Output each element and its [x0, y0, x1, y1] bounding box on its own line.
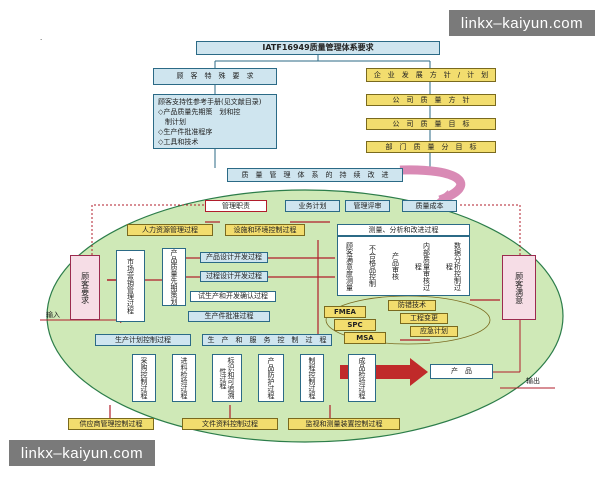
- business-plan-box: 业务计划: [285, 200, 340, 212]
- analysis-col: 产品审核: [391, 252, 400, 280]
- production-col: 成品检验过程: [348, 354, 376, 402]
- production-approval-box: 生产件批准过程: [188, 311, 270, 322]
- production-planning-box: 生产计划控制过程: [95, 334, 191, 346]
- support-item: ◇产品质量先期策 划和控: [158, 108, 241, 117]
- support-item: 顾客支持性参考手册(见文献目录): [158, 98, 262, 106]
- doc-control-box: 文件资料控制过程: [182, 418, 278, 430]
- company-policy-box: 公 司 质 量 方 针: [366, 94, 496, 106]
- analysis-col: 顾客满意度测量: [345, 241, 354, 291]
- tool-msa: MSA: [344, 332, 386, 344]
- monitor-equipment-box: 监视和测量装置控制过程: [288, 418, 400, 430]
- company-goal-box: 公 司 质 量 目 标: [366, 118, 496, 130]
- production-col: 标识和可追溯性过程: [212, 354, 242, 402]
- production-service-box: 生 产 和 服 务 控 制 过 程: [202, 334, 332, 346]
- customer-requirements-box: 顾 客 特 殊 要 求: [153, 68, 277, 85]
- diagram-title: IATF16949质量管理体系要求: [196, 41, 440, 55]
- management-duty-box: 管理职责: [205, 200, 267, 212]
- quality-cost-box: 质量成本: [402, 200, 457, 212]
- support-item: ◇生产件批准程序: [158, 128, 213, 137]
- input-label: 输入: [46, 311, 60, 319]
- analysis-col: 不合格品控制: [368, 245, 377, 287]
- supplier-mgmt-box: 供应商管理控制过程: [68, 418, 154, 430]
- analysis-group: 顾客满意度测量 不合格品控制 产品审核 内部质量审核过程 数据分析控制过程: [337, 236, 470, 296]
- enterprise-plan-box: 企 业 发 展 方 针 / 计 划: [366, 68, 496, 82]
- tool-spc: SPC: [334, 319, 376, 331]
- contingency-box: 应急计划: [410, 326, 458, 337]
- continuous-improvement-box: 质 量 管 理 体 系 的 持 续 改 进: [227, 168, 403, 182]
- analysis-col: 内部质量审核过程: [414, 241, 431, 291]
- trial-production-box: 试生产和开发确认过程: [190, 291, 276, 302]
- product-design-box: 产品设计开发过程: [200, 252, 268, 263]
- management-review-box: 管理评审: [345, 200, 390, 212]
- support-item: 制计划: [158, 118, 186, 127]
- production-col: 进料检验过程: [172, 354, 196, 402]
- product-planning-box: 产品质量先期策划: [162, 248, 186, 306]
- prevention-box: 防错技术: [388, 300, 436, 311]
- customer-support-list: 顾客支持性参考手册(见文献目录) ◇产品质量先期策 划和控 制计划 ◇生产件批准…: [153, 94, 277, 149]
- stray-dot: .: [40, 34, 43, 42]
- customer-requirements-side: 顾客要求: [70, 255, 100, 320]
- process-design-box: 过程设计开发过程: [200, 271, 268, 282]
- facility-process-box: 设施和环境控制过程: [225, 224, 305, 236]
- analysis-col: 数据分析控制过程: [445, 241, 462, 291]
- eng-change-box: 工程变更: [400, 313, 448, 324]
- output-label: 输出: [526, 377, 540, 385]
- dept-goal-box: 部 门 质 量 分 目 标: [366, 141, 496, 153]
- watermark-bottom: linkx–kaiyun.com: [9, 440, 155, 466]
- support-item: ◇工具和技术: [158, 138, 199, 147]
- measure-analysis-box: 测量、分析和改进过程: [337, 224, 470, 236]
- production-col: 采购控制过程: [132, 354, 156, 402]
- hr-process-box: 人力资源管理过程: [127, 224, 213, 236]
- production-col: 产品防护过程: [258, 354, 284, 402]
- watermark-top: linkx–kaiyun.com: [449, 10, 595, 36]
- tool-fmea: FMEA: [324, 306, 366, 318]
- customer-satisfaction-side: 顾客满意: [502, 255, 536, 320]
- production-col: 制程控制过程: [300, 354, 324, 402]
- product-box: 产 品: [430, 364, 493, 379]
- market-process-box: 市场营销管理过程: [116, 250, 145, 322]
